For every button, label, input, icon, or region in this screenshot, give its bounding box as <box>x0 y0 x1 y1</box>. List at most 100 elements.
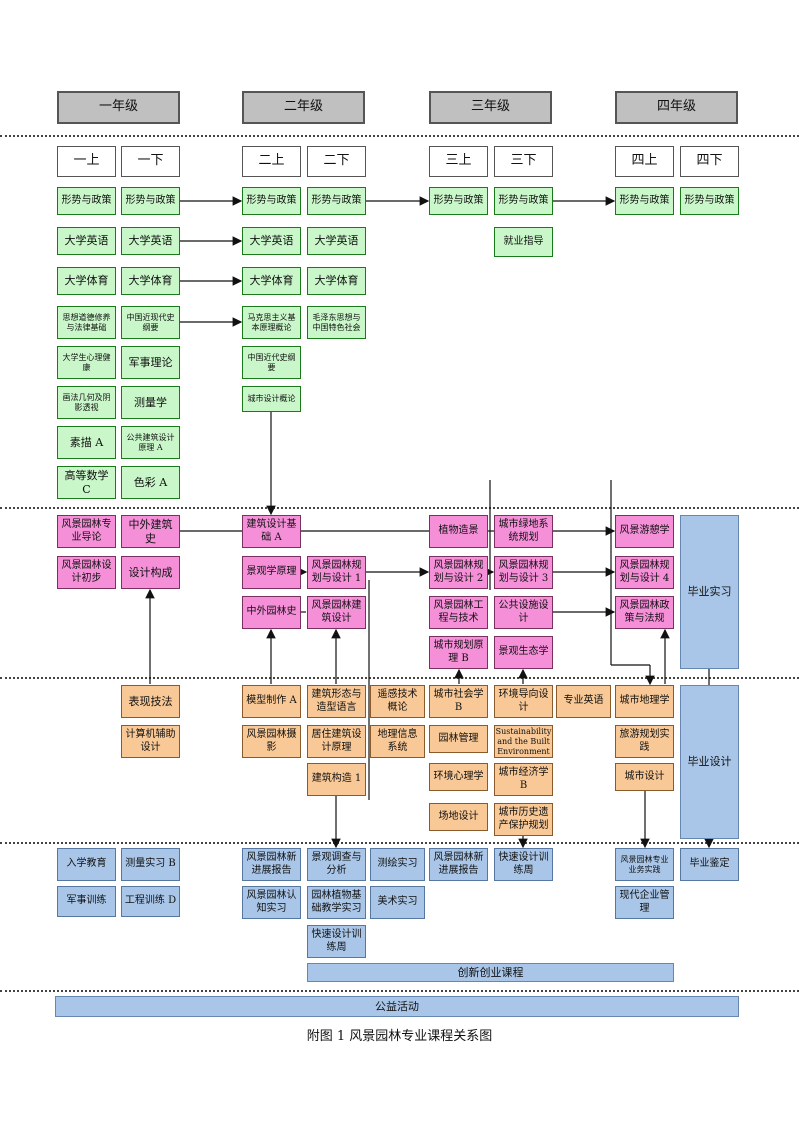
course-box: 素描 A <box>57 426 116 459</box>
course-box: 工程训练 D <box>121 886 180 917</box>
divider-core <box>0 677 799 679</box>
course-box: 毕业设计 <box>680 685 739 839</box>
course-box: 风景游憩学 <box>615 515 674 548</box>
course-box: 形势与政策 <box>307 187 366 215</box>
course-box: 画法几何及阴影透视 <box>57 386 116 419</box>
course-box: 快速设计训练周 <box>494 848 553 881</box>
course-box: 形势与政策 <box>494 187 553 215</box>
course-box: 现代企业管理 <box>615 886 674 919</box>
term-header: 二下 <box>307 146 366 177</box>
course-box: 大学生心理健康 <box>57 346 116 379</box>
year-header: 一年级 <box>57 91 180 124</box>
term-header: 三下 <box>494 146 553 177</box>
course-box: 形势与政策 <box>429 187 488 215</box>
course-box: 中国近现代史纲要 <box>121 306 180 339</box>
course-box: 测量学 <box>121 386 180 419</box>
course-box: 环境导向设计 <box>494 685 553 718</box>
course-box: 大学英语 <box>242 227 301 255</box>
course-box: 建筑构造 1 <box>307 763 366 796</box>
course-box: 风景园林建筑设计 <box>307 596 366 629</box>
course-box: 形势与政策 <box>680 187 739 215</box>
course-box: 建筑设计基础 A <box>242 515 301 548</box>
course-box: 风景园林专业业务实践 <box>615 848 674 881</box>
course-box: 风景园林摄影 <box>242 725 301 758</box>
course-box: 风景园林新进展报告 <box>242 848 301 881</box>
course-box: 城市社会学 B <box>429 685 488 718</box>
course-box: 专业英语 <box>556 685 611 718</box>
course-box: 测量实习 B <box>121 848 180 881</box>
course-box: 城市规划原理 B <box>429 636 488 669</box>
course-box: 公共建筑设计原理 A <box>121 426 180 459</box>
course-box: 创新创业课程 <box>307 963 674 982</box>
course-box: 形势与政策 <box>121 187 180 215</box>
year-header: 二年级 <box>242 91 365 124</box>
course-box: 风景园林认知实习 <box>242 886 301 919</box>
course-box: 风景园林规划与设计 3 <box>494 556 553 589</box>
divider-elective <box>0 842 799 844</box>
figure-caption: 附图 1 风景园林专业课程关系图 <box>306 1029 493 1044</box>
course-box: 建筑形态与造型语言 <box>307 685 366 718</box>
course-box: 大学体育 <box>57 267 116 295</box>
course-box: 形势与政策 <box>57 187 116 215</box>
course-box: 城市设计 <box>615 763 674 791</box>
course-box: 植物造景 <box>429 515 488 548</box>
term-header: 一上 <box>57 146 116 177</box>
course-box: 城市设计概论 <box>242 386 301 412</box>
course-box: 形势与政策 <box>615 187 674 215</box>
term-header: 三上 <box>429 146 488 177</box>
course-box: 中外建筑史 <box>121 515 180 548</box>
course-box: 大学英语 <box>307 227 366 255</box>
divider-top <box>0 135 799 137</box>
course-box: 高等数学 C <box>57 466 116 499</box>
course-box: 快速设计训练周 <box>307 925 366 958</box>
course-box: 景观学原理 <box>242 556 301 589</box>
course-box: 美术实习 <box>370 886 425 919</box>
course-box: 城市经济学 B <box>494 763 553 796</box>
course-box: 风景园林规划与设计 4 <box>615 556 674 589</box>
course-box: 地理信息系统 <box>370 725 425 758</box>
course-box: 风景园林规划与设计 1 <box>307 556 366 589</box>
course-box: 大学英语 <box>57 227 116 255</box>
course-box: 计算机辅助设计 <box>121 725 180 758</box>
course-box: 大学体育 <box>307 267 366 295</box>
course-box: 中外园林史 <box>242 596 301 629</box>
course-box: 遥感技术概论 <box>370 685 425 718</box>
course-box: 军事训练 <box>57 886 116 917</box>
course-box: 城市地理学 <box>615 685 674 718</box>
course-box: 就业指导 <box>494 227 553 257</box>
course-box: 公共设施设计 <box>494 596 553 629</box>
course-box: 毕业鉴定 <box>680 848 739 881</box>
course-box: 入学教育 <box>57 848 116 881</box>
course-box: 风景园林新进展报告 <box>429 848 488 881</box>
course-box: 风景园林工程与技术 <box>429 596 488 629</box>
course-box: 园林植物基础教学实习 <box>307 886 366 919</box>
course-box: 模型制作 A <box>242 685 301 718</box>
course-box: 风景园林政策与法规 <box>615 596 674 629</box>
course-box: 风景园林设计初步 <box>57 556 116 589</box>
course-box: 场地设计 <box>429 803 488 831</box>
divider-general <box>0 507 799 509</box>
course-box: 色彩 A <box>121 466 180 499</box>
course-box: 设计构成 <box>121 556 180 589</box>
term-header: 四上 <box>615 146 674 177</box>
term-header: 四下 <box>680 146 739 177</box>
term-header: 一下 <box>121 146 180 177</box>
course-box: 城市绿地系统规划 <box>494 515 553 548</box>
course-box: 城市历史遗产保护规划 <box>494 803 553 836</box>
course-box: 园林管理 <box>429 725 488 753</box>
course-box: 毕业实习 <box>680 515 739 669</box>
course-box: 马克思主义基本原理概论 <box>242 306 301 339</box>
course-box: 形势与政策 <box>242 187 301 215</box>
course-box: 表现技法 <box>121 685 180 718</box>
course-box: 思想道德修养与法律基础 <box>57 306 116 339</box>
course-box: 毛泽东思想与中国特色社会 <box>307 306 366 339</box>
year-header: 三年级 <box>429 91 552 124</box>
course-box: 环境心理学 <box>429 763 488 791</box>
course-box: 公益活动 <box>55 996 739 1017</box>
course-box: 居住建筑设计原理 <box>307 725 366 758</box>
course-box: 旅游规划实践 <box>615 725 674 758</box>
term-header: 二上 <box>242 146 301 177</box>
course-box: 大学英语 <box>121 227 180 255</box>
